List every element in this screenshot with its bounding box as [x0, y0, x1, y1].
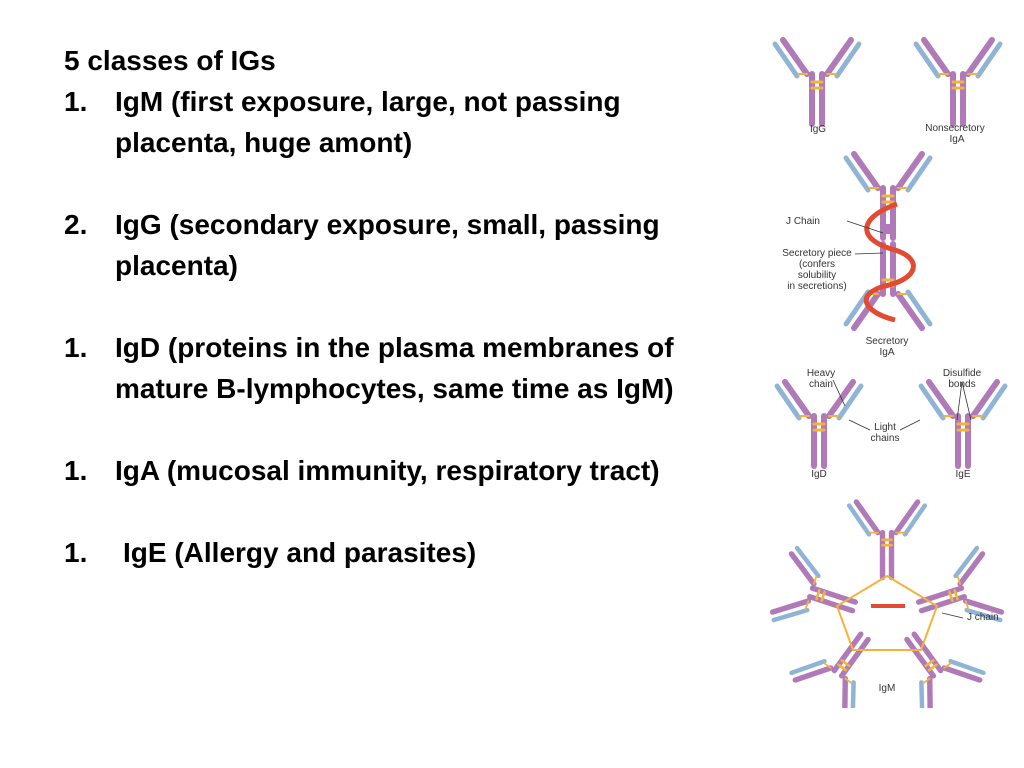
list-text: IgD (proteins in the plasma membranes of… [115, 332, 674, 404]
text-block: 5 classes of IGs 1. IgM (first exposure,… [64, 40, 674, 573]
list-text: IgE (Allergy and parasites) [123, 537, 477, 568]
list-item: 1. IgE (Allergy and parasites) [64, 532, 674, 573]
igg-molecule [772, 37, 862, 127]
label-nonsecretory-1: Nonsecretory [925, 123, 984, 134]
label-leaders [832, 220, 972, 619]
list-item: 1. IgD (proteins in the plasma membranes… [64, 327, 674, 409]
label-heavy-1: Heavy [807, 368, 835, 379]
list-item: 1. IgM (first exposure, large, not passi… [64, 81, 674, 163]
nonsecretory-iga-molecule [913, 37, 1003, 127]
igm-unit [904, 631, 986, 708]
igm-unit [789, 631, 871, 708]
label-light-2: chains [871, 433, 900, 444]
label-light-1: Light [874, 422, 896, 433]
list-number: 1. [64, 86, 88, 117]
immunoglobulin-figure: IgG Nonsecretory IgA J Chain Secretory p… [745, 28, 1024, 708]
label-ige: IgE [955, 469, 970, 480]
list-number: 1. [64, 455, 88, 486]
list-item: 2. IgG (secondary exposure, small, passi… [64, 204, 674, 286]
list-text: IgG (secondary exposure, small, passing … [115, 209, 660, 281]
immunoglobulin-diagram: IgG Nonsecretory IgA J Chain Secretory p… [769, 37, 1008, 708]
list-text: IgM (first exposure, large, not passing … [115, 86, 621, 158]
label-secretory-piece-3: solubility [798, 270, 836, 281]
label-disulfide-1: Disulfide [943, 368, 982, 379]
label-secretory-piece-4: in secretions) [787, 281, 846, 292]
igm-disulfide-ring [835, 574, 939, 651]
label-j-chain-bottom: J chain [967, 612, 999, 623]
list-item: 1. IgA (mucosal immunity, respiratory tr… [64, 450, 674, 491]
ige-molecule [918, 379, 1008, 469]
list-text: IgA (mucosal immunity, respiratory tract… [115, 455, 660, 486]
label-igm: IgM [879, 683, 896, 694]
label-secretory-1: Secretory [866, 336, 909, 347]
list-number: 2. [64, 209, 88, 240]
label-j-chain-top: J Chain [786, 216, 820, 227]
slide-heading: 5 classes of IGs [64, 45, 276, 76]
label-igg: IgG [810, 124, 826, 135]
secretory-j-chain [882, 224, 894, 234]
label-secretory-2: IgA [879, 347, 894, 358]
label-igd: IgD [811, 469, 827, 480]
igd-molecule [774, 379, 864, 469]
igm-unit [769, 545, 858, 623]
diagram-labels: IgG Nonsecretory IgA J Chain Secretory p… [782, 123, 998, 694]
label-disulfide-2: bonds [948, 379, 975, 390]
list-number: 1. [64, 537, 88, 568]
label-heavy-2: chain [809, 379, 833, 390]
igm-unit [916, 545, 1005, 623]
list-number: 1. [64, 332, 88, 363]
label-secretory-piece-2: (confers [799, 259, 835, 270]
label-nonsecretory-2: IgA [949, 134, 964, 145]
igm-unit [846, 499, 928, 581]
label-secretory-piece-1: Secretory piece [782, 248, 852, 259]
secretory-piece [863, 201, 916, 323]
